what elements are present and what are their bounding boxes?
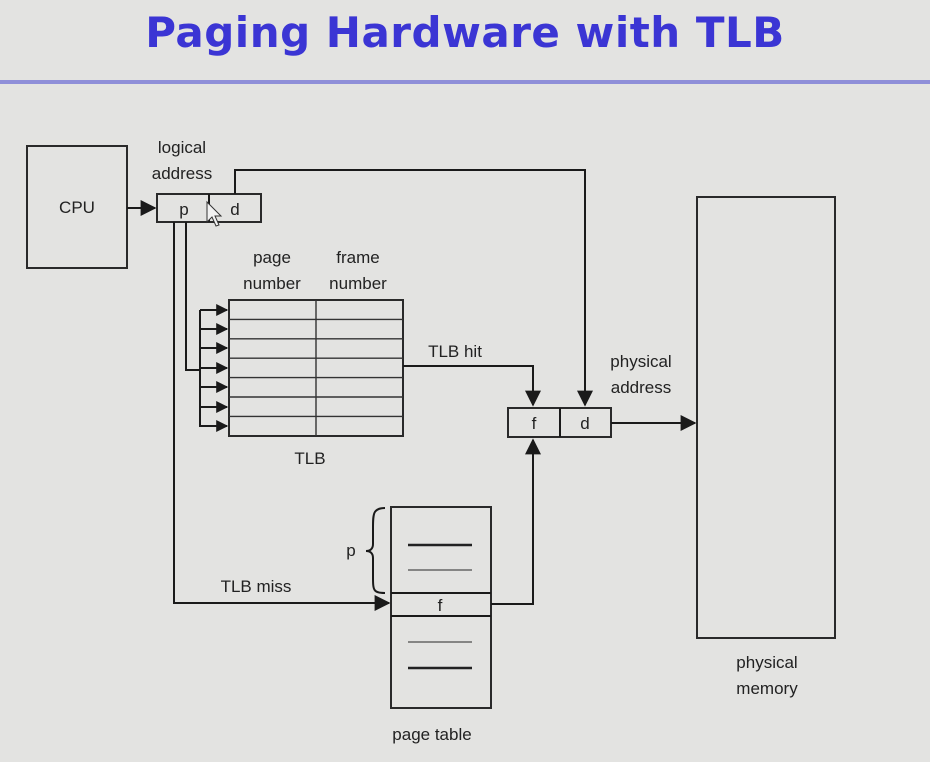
page-index-p: p xyxy=(346,541,355,560)
tlb-hit-label: TLB hit xyxy=(428,342,482,361)
cpu-box xyxy=(26,145,128,269)
physical-address-label-line1: physical xyxy=(610,352,671,371)
page-index-brace xyxy=(365,507,386,594)
tlb-miss-arrow xyxy=(173,222,391,611)
phys-offset-field-d: d xyxy=(580,414,589,433)
page-table-to-frame-arrow xyxy=(491,438,541,605)
tlb-table xyxy=(228,299,404,437)
physical-memory-box xyxy=(696,196,836,639)
tlb-miss-label: TLB miss xyxy=(221,577,292,596)
tlb-header-page-line2: number xyxy=(243,274,301,293)
tlb-header-frame-line2: number xyxy=(329,274,387,293)
mouse-cursor-icon xyxy=(206,200,223,227)
logical-address-label-line1: logical xyxy=(158,138,206,157)
tlb-header-page-line1: page xyxy=(253,248,291,267)
slide-title: Paging Hardware with TLB xyxy=(145,8,785,57)
physical-memory-label-line2: memory xyxy=(736,679,798,698)
page-field-p: p xyxy=(179,200,188,219)
cpu-label: CPU xyxy=(59,198,95,217)
frame-field-f: f xyxy=(532,414,537,433)
tlb-lookup-arrows xyxy=(185,222,229,432)
page-table-entry-f: f xyxy=(438,596,443,615)
offset-route-line xyxy=(234,169,593,407)
tlb-label: TLB xyxy=(294,449,325,468)
logical-address-label-line2: address xyxy=(152,164,212,183)
offset-field-d: d xyxy=(230,200,239,219)
tlb-hit-arrow xyxy=(403,365,541,407)
tlb-header-frame-line1: frame xyxy=(336,248,379,267)
physical-address-label-line2: address xyxy=(611,378,671,397)
page-table xyxy=(390,506,492,709)
physical-memory-label-line1: physical xyxy=(736,653,797,672)
title-divider xyxy=(0,80,930,84)
page-table-label: page table xyxy=(392,725,471,744)
